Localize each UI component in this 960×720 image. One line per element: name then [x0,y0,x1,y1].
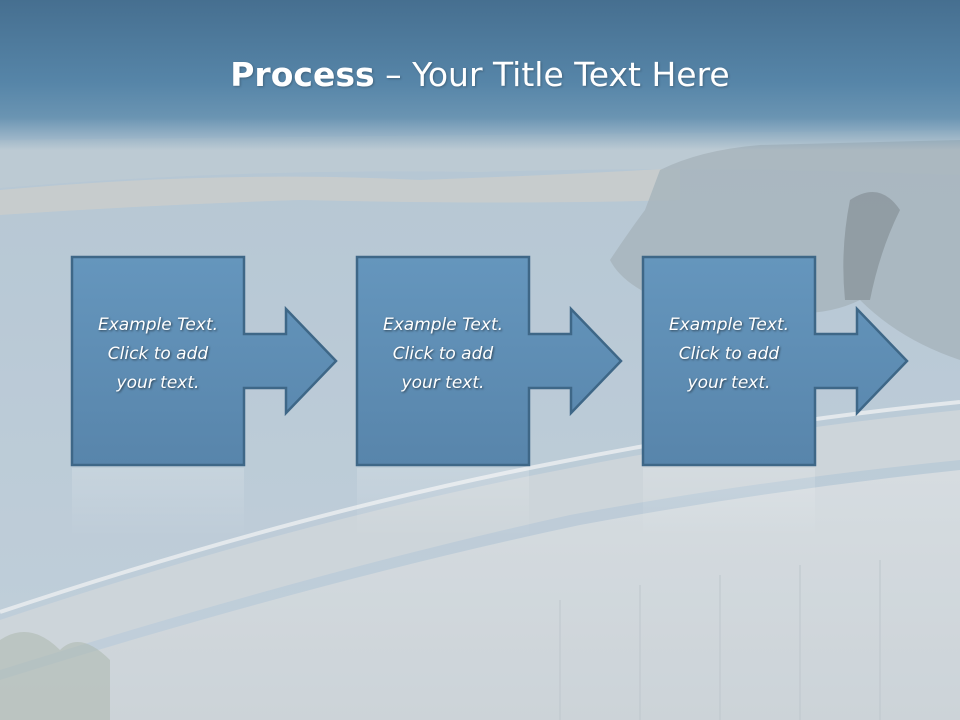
foreground-foliage [0,632,110,720]
step-1-line-2: Click to add [107,344,209,364]
step-2-line-3: your text. [401,373,485,393]
step-1-line-1: Example Text. [97,315,219,335]
title-bold: Process [230,55,375,94]
step-3-reflection [643,468,815,538]
step-1-arrow-box[interactable] [70,255,338,467]
step-3-line-3: your text. [687,373,771,393]
dam-wall-texture [559,560,881,720]
step-2-line-2: Click to add [392,344,494,364]
step-2-arrow-box[interactable] [355,255,623,467]
cliff-shadow [843,192,900,300]
road-railing [0,400,960,614]
step-2-reflection [357,468,529,538]
step-2-line-1: Example Text. [382,315,504,335]
slide-title[interactable]: Process – Your Title Text Here [0,52,960,98]
step-1-line-3: your text. [116,373,200,393]
step-3-text[interactable]: Example Text. Click to add your text. [643,311,815,398]
step-1-reflection [72,468,244,538]
title-rest: – Your Title Text Here [374,55,730,94]
step-1-text[interactable]: Example Text. Click to add your text. [72,311,244,398]
step-3-arrow-box[interactable] [641,255,909,467]
step-3-line-1: Example Text. [668,315,790,335]
far-shoreline [0,168,680,215]
title-band [0,0,960,150]
step-2-text[interactable]: Example Text. Click to add your text. [357,311,529,398]
step-3-line-2: Click to add [678,344,780,364]
